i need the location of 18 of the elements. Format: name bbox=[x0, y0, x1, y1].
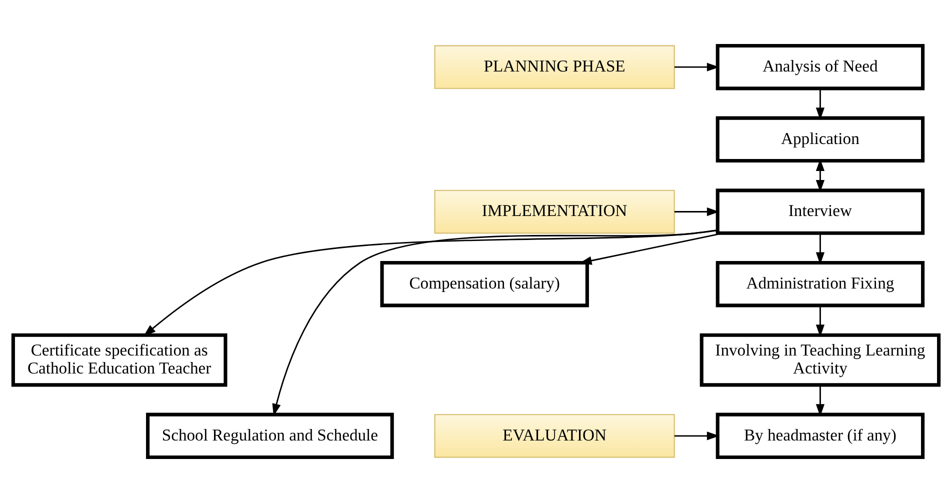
arrow bbox=[272, 229, 718, 416]
node-box: Analysis of Need bbox=[716, 43, 925, 90]
arrow bbox=[816, 384, 825, 416]
node-box: PLANNING PHASE bbox=[434, 44, 675, 89]
node-box: Compensation (salary) bbox=[380, 260, 589, 307]
arrow bbox=[816, 158, 825, 192]
node-box: Interview bbox=[716, 188, 925, 234]
node-box: Involving in Teaching Learning Activity bbox=[700, 332, 941, 386]
node-box: EVALUATION bbox=[434, 413, 675, 458]
arrow bbox=[816, 88, 825, 120]
node-box: Certificate specification as Catholic Education Teacher bbox=[11, 332, 228, 386]
node-box: School Regulation and Schedule bbox=[146, 412, 394, 459]
node-box: By headmaster (if any) bbox=[716, 412, 925, 459]
node-box: Administration Fixing bbox=[716, 260, 925, 307]
node-box: Application bbox=[716, 116, 925, 162]
arrow bbox=[143, 229, 718, 336]
arrow bbox=[816, 305, 825, 336]
node-box: IMPLEMENTATION bbox=[434, 189, 675, 234]
